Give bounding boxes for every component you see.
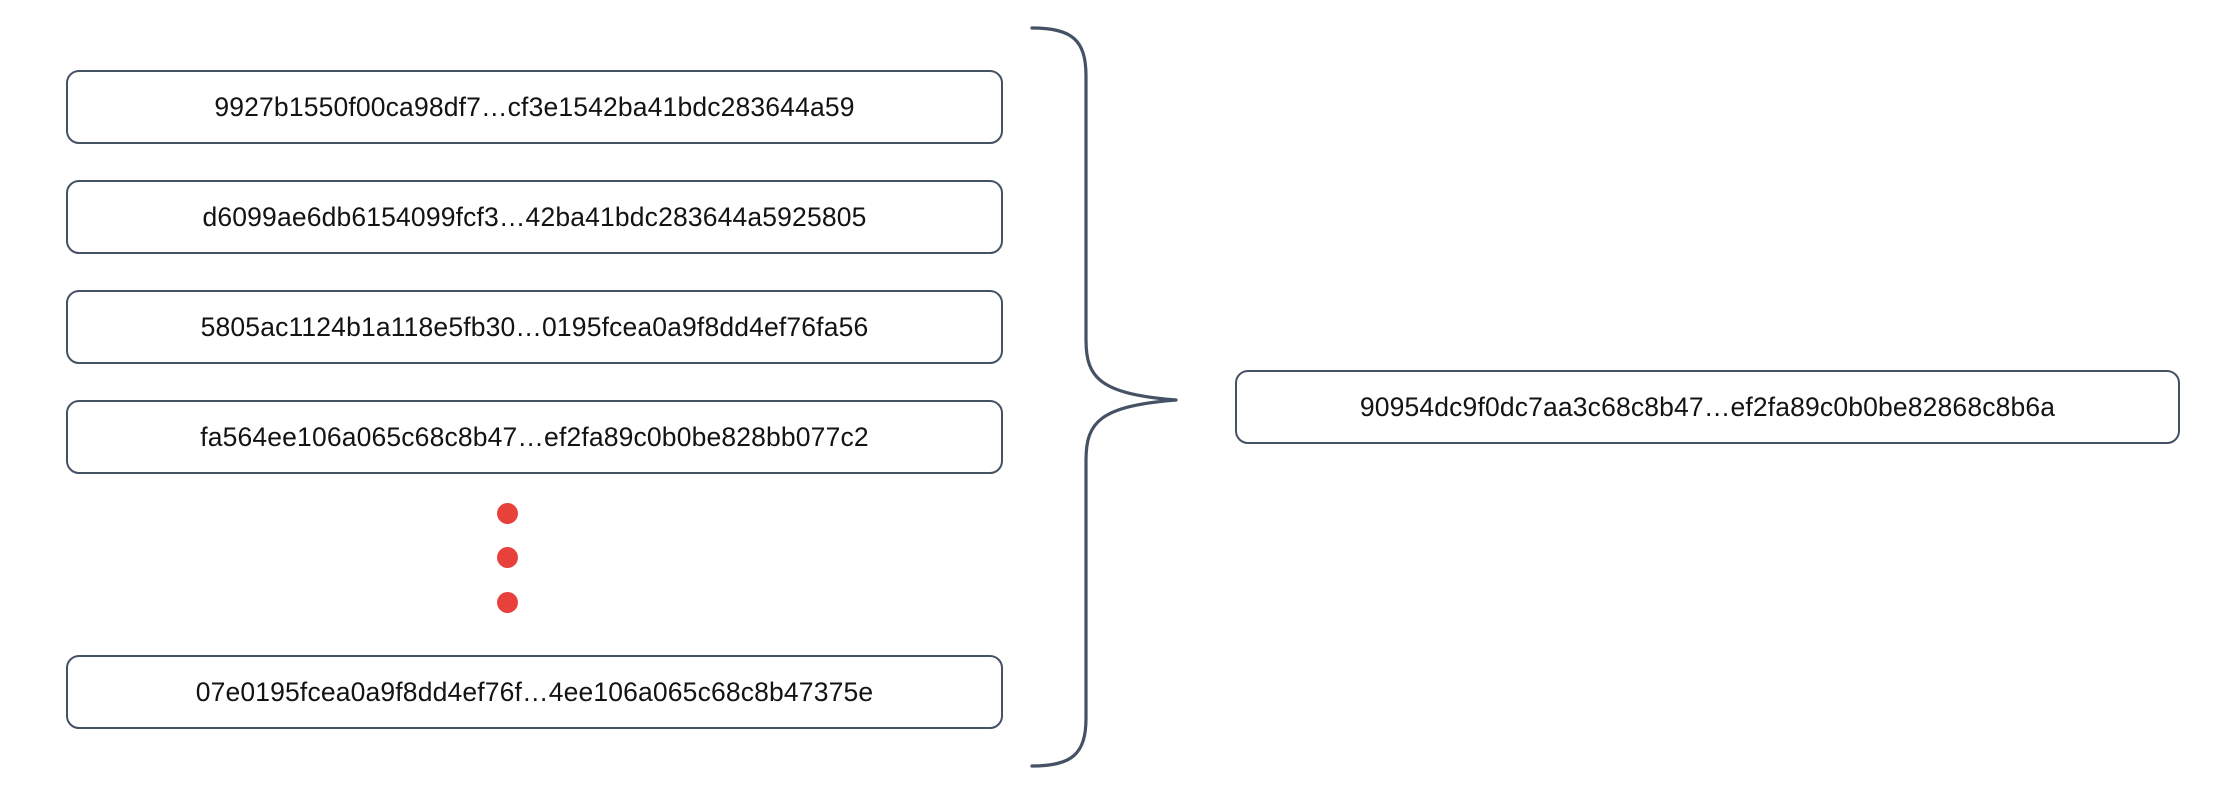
input-hash-label: 9927b1550f00ca98df7…cf3e1542ba41bdc28364… (214, 91, 855, 122)
ellipsis-dot-icon (497, 503, 518, 524)
vertical-ellipsis-icon (497, 503, 529, 633)
input-hash-box[interactable]: d6099ae6db6154099fcf3…42ba41bdc283644a59… (66, 180, 1003, 254)
input-hash-label: d6099ae6db6154099fcf3…42ba41bdc283644a59… (202, 201, 867, 232)
input-hash-box[interactable]: fa564ee106a065c68c8b47…ef2fa89c0b0be828b… (66, 400, 1003, 474)
input-hash-box[interactable]: 9927b1550f00ca98df7…cf3e1542ba41bdc28364… (66, 70, 1003, 144)
ellipsis-dot-icon (497, 547, 518, 568)
input-hash-box[interactable]: 5805ac1124b1a118e5fb30…0195fcea0a9f8dd4e… (66, 290, 1003, 364)
input-hash-label: fa564ee106a065c68c8b47…ef2fa89c0b0be828b… (200, 421, 869, 452)
input-hash-box[interactable]: 07e0195fcea0a9f8dd4ef76f…4ee106a065c68c8… (66, 655, 1003, 729)
input-hash-label: 5805ac1124b1a118e5fb30…0195fcea0a9f8dd4e… (200, 311, 869, 342)
curly-brace-icon (1020, 22, 1200, 770)
output-hash-label: 90954dc9f0dc7aa3c68c8b47…ef2fa89c0b0be82… (1359, 391, 2056, 422)
ellipsis-dot-icon (497, 592, 518, 613)
output-hash-box[interactable]: 90954dc9f0dc7aa3c68c8b47…ef2fa89c0b0be82… (1235, 370, 2180, 444)
input-hash-label: 07e0195fcea0a9f8dd4ef76f…4ee106a065c68c8… (195, 676, 874, 707)
